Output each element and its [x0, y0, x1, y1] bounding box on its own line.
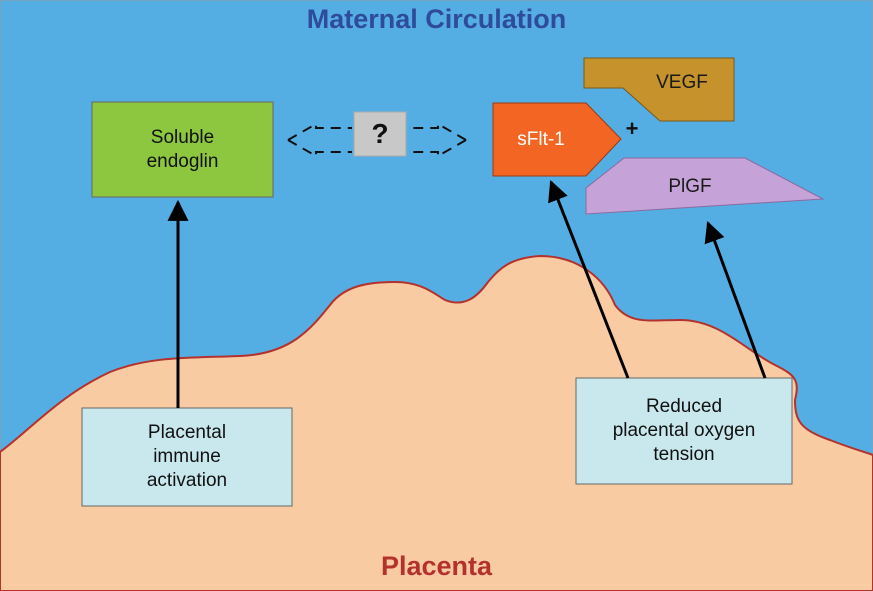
placenta-title: Placenta: [380, 551, 493, 581]
maternal-circulation-title: Maternal Circulation: [306, 4, 567, 34]
reduced-oxygen-label: Reduced placental oxygen tension: [612, 396, 756, 465]
arrow-oxygen-to-sflt1: [548, 180, 630, 379]
dashed-double-arrow: [287, 122, 467, 158]
soluble-endoglin-label: Soluble endoglin: [146, 126, 219, 172]
plus-sign: +: [625, 116, 639, 141]
question-mark-label: ?: [371, 118, 389, 149]
question-box: [353, 111, 407, 157]
plgf-label: PlGF: [668, 176, 712, 197]
soluble-endoglin-box: [91, 101, 274, 198]
vegf-label: VEGF: [656, 72, 708, 93]
plgf-shape: [585, 157, 825, 215]
sflt1-label: sFlt-1: [517, 129, 565, 150]
immune-activation-label: Placental immune activation: [146, 422, 228, 491]
sflt1-shape: [492, 102, 622, 177]
vegf-shape: [583, 57, 735, 122]
placenta-region: [0, 254, 873, 591]
arrow-oxygen-to-plgf: [704, 221, 767, 379]
immune-activation-box: [81, 407, 293, 507]
reduced-oxygen-box: [575, 377, 793, 485]
